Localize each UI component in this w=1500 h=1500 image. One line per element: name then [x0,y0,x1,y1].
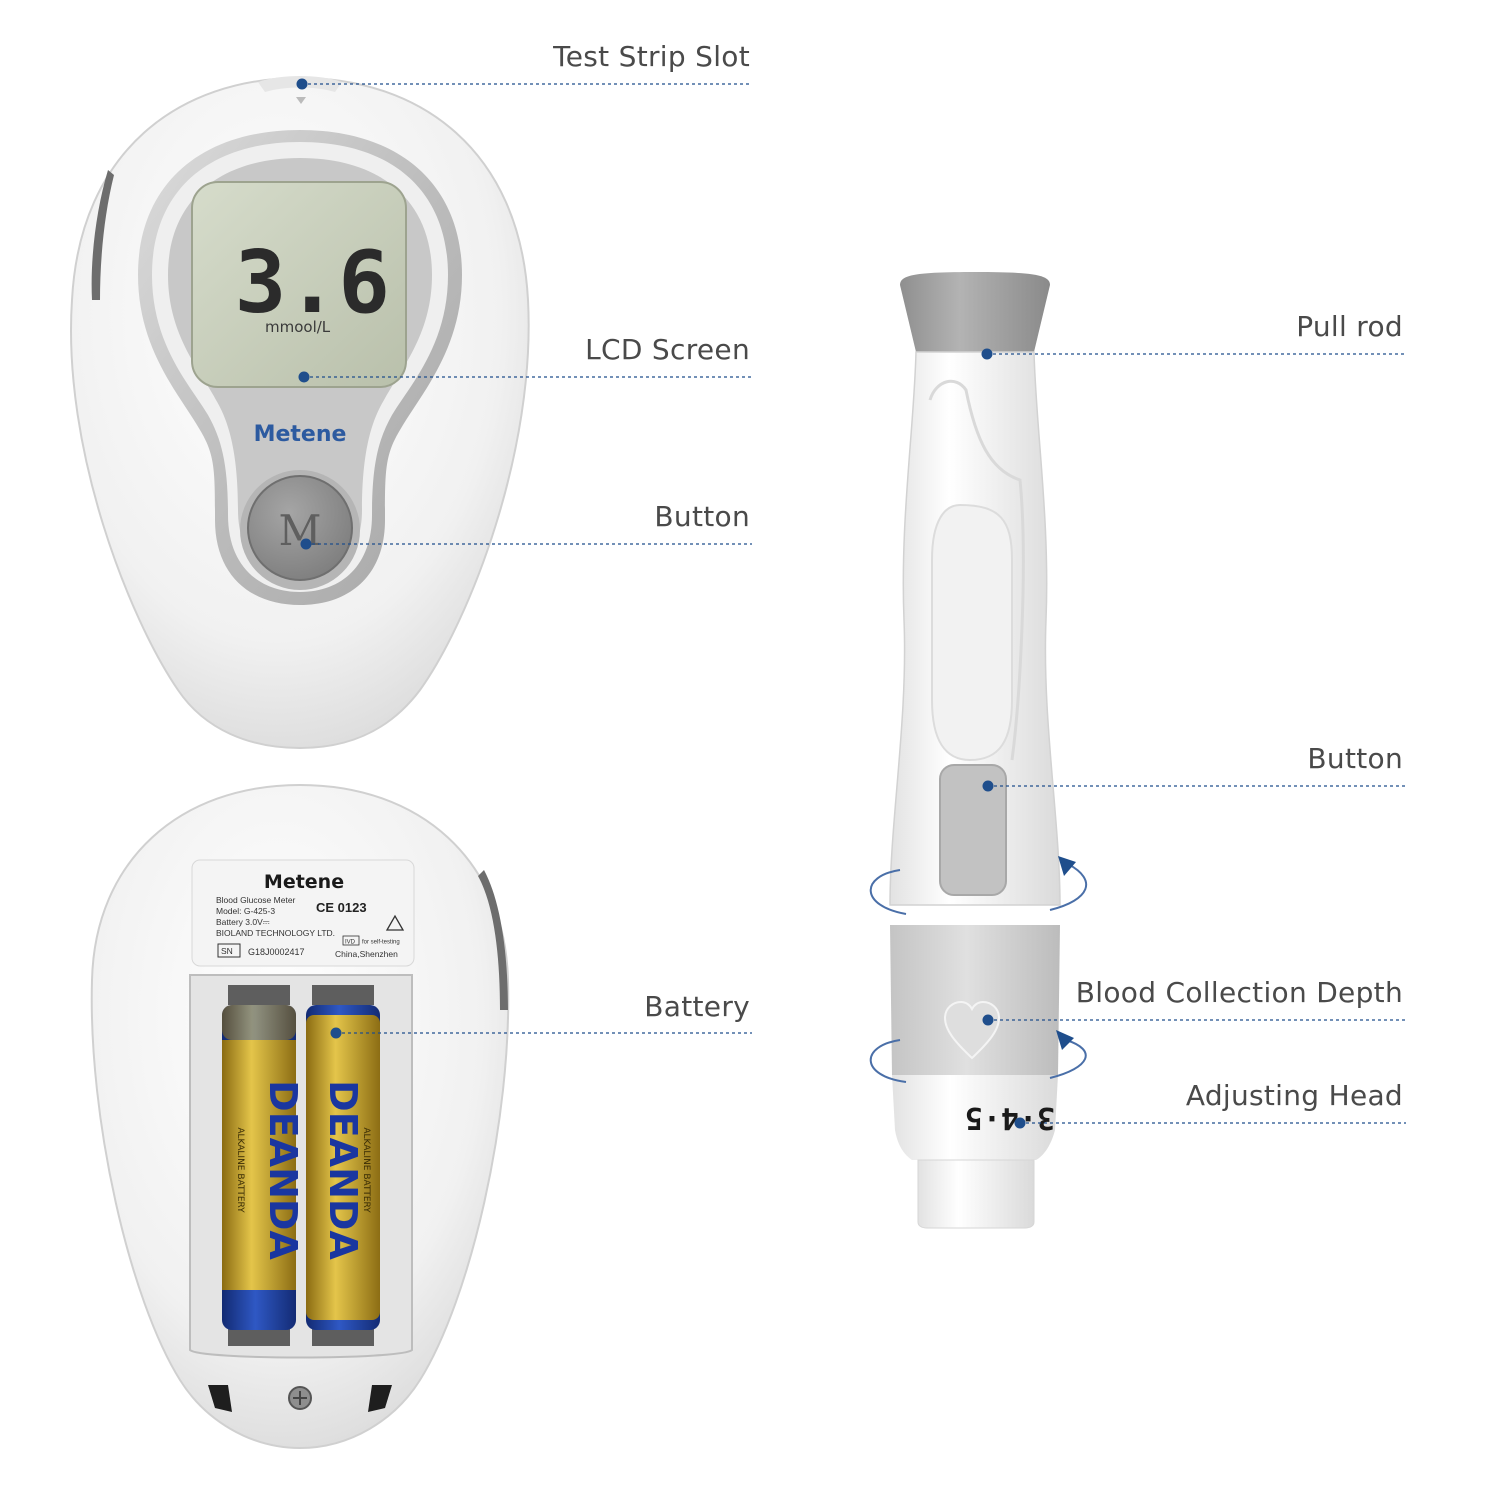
label-brand: Metene [264,871,344,893]
spring-top-left [228,985,290,1005]
slot-arrow-icon [296,97,306,104]
ivd-tag: IVD [345,940,356,946]
callout-adjusting-head: Adjusting Head [1185,1079,1403,1112]
label-line-4: BIOLAND TECHNOLOGY LTD. [216,928,335,938]
callout-test-strip-slot: Test Strip Slot [553,40,750,73]
meter-back: Metene Blood Glucose Meter Model: G-425-… [90,783,510,1450]
meter-front: 3.6 mmool/L Metene M [70,76,530,750]
warning-icon [385,914,405,931]
battery-left-brand: DEANDA [261,1080,305,1260]
battery-right: DEANDA ALKALINE BATTERY [306,1005,380,1330]
battery-right-brand: DEANDA [321,1080,365,1260]
barrel-slot [931,503,1013,762]
label-line-1: Blood Glucose Meter [216,895,296,905]
barrel-groove [928,379,1025,761]
meter-brand: Metene [254,422,347,447]
rotate-arrow-upper [869,863,1088,915]
serial-number: G18J0002417 [248,947,305,957]
foot-right [368,1385,392,1412]
lcd-screen [191,181,407,388]
battery-left: DEANDA ALKALINE BATTERY [222,1005,305,1330]
rotate-arrow-lower-head [1056,1030,1074,1050]
sn-box [217,943,241,958]
lancet-pen: 3·4·5 [869,272,1088,1229]
spring-bottom-right [312,1328,374,1346]
callout-pull-rod: Pull rod [1296,310,1403,343]
depth-scale: 3·4·5 [965,1100,1055,1135]
m-button-letter: M [278,506,321,555]
battery-right-type: ALKALINE BATTERY [361,1127,371,1213]
callout-blood-collection-depth: Blood Collection Depth [1075,976,1403,1009]
spring-top-right [312,985,374,1005]
ce-mark: CE 0123 [316,900,367,915]
foot-left [208,1385,232,1412]
callout-lcd-screen: LCD Screen [585,333,750,366]
spring-bottom-left [228,1328,290,1346]
label-line-3: Battery 3.0V⎓ [216,917,270,927]
label-line-2: Model: G-425-3 [216,906,275,916]
m-button[interactable] [247,475,353,581]
pen-tip [917,1159,1035,1229]
pull-rod-cap[interactable] [900,272,1050,352]
self-testing-label: for self-testing [362,940,400,946]
lancet-release-button[interactable] [939,764,1007,896]
side-grip-left [91,170,114,300]
battery-left-type: ALKALINE BATTERY [235,1127,245,1213]
leader-lines [302,83,1406,1124]
adjusting-head[interactable] [892,1075,1058,1160]
callout-lancet-button: Button [1307,742,1403,775]
rotate-arrow-upper-head [1058,856,1076,876]
label-plate [191,859,415,967]
leader-dots [296,78,1026,1129]
lcd-reading: 3.6 [235,233,390,333]
ivd-box [342,935,360,946]
depth-band[interactable] [890,925,1060,1075]
screw-slot [293,1391,307,1405]
rotate-arrow-lower [869,1039,1087,1083]
callout-battery: Battery [644,990,750,1023]
lcd-unit: mmool/L [265,318,331,336]
sn-tag: SN [221,946,233,956]
origin-label: China,Shenzhen [335,949,398,959]
callout-meter-button: Button [654,500,750,533]
side-grip-right [478,870,508,1010]
